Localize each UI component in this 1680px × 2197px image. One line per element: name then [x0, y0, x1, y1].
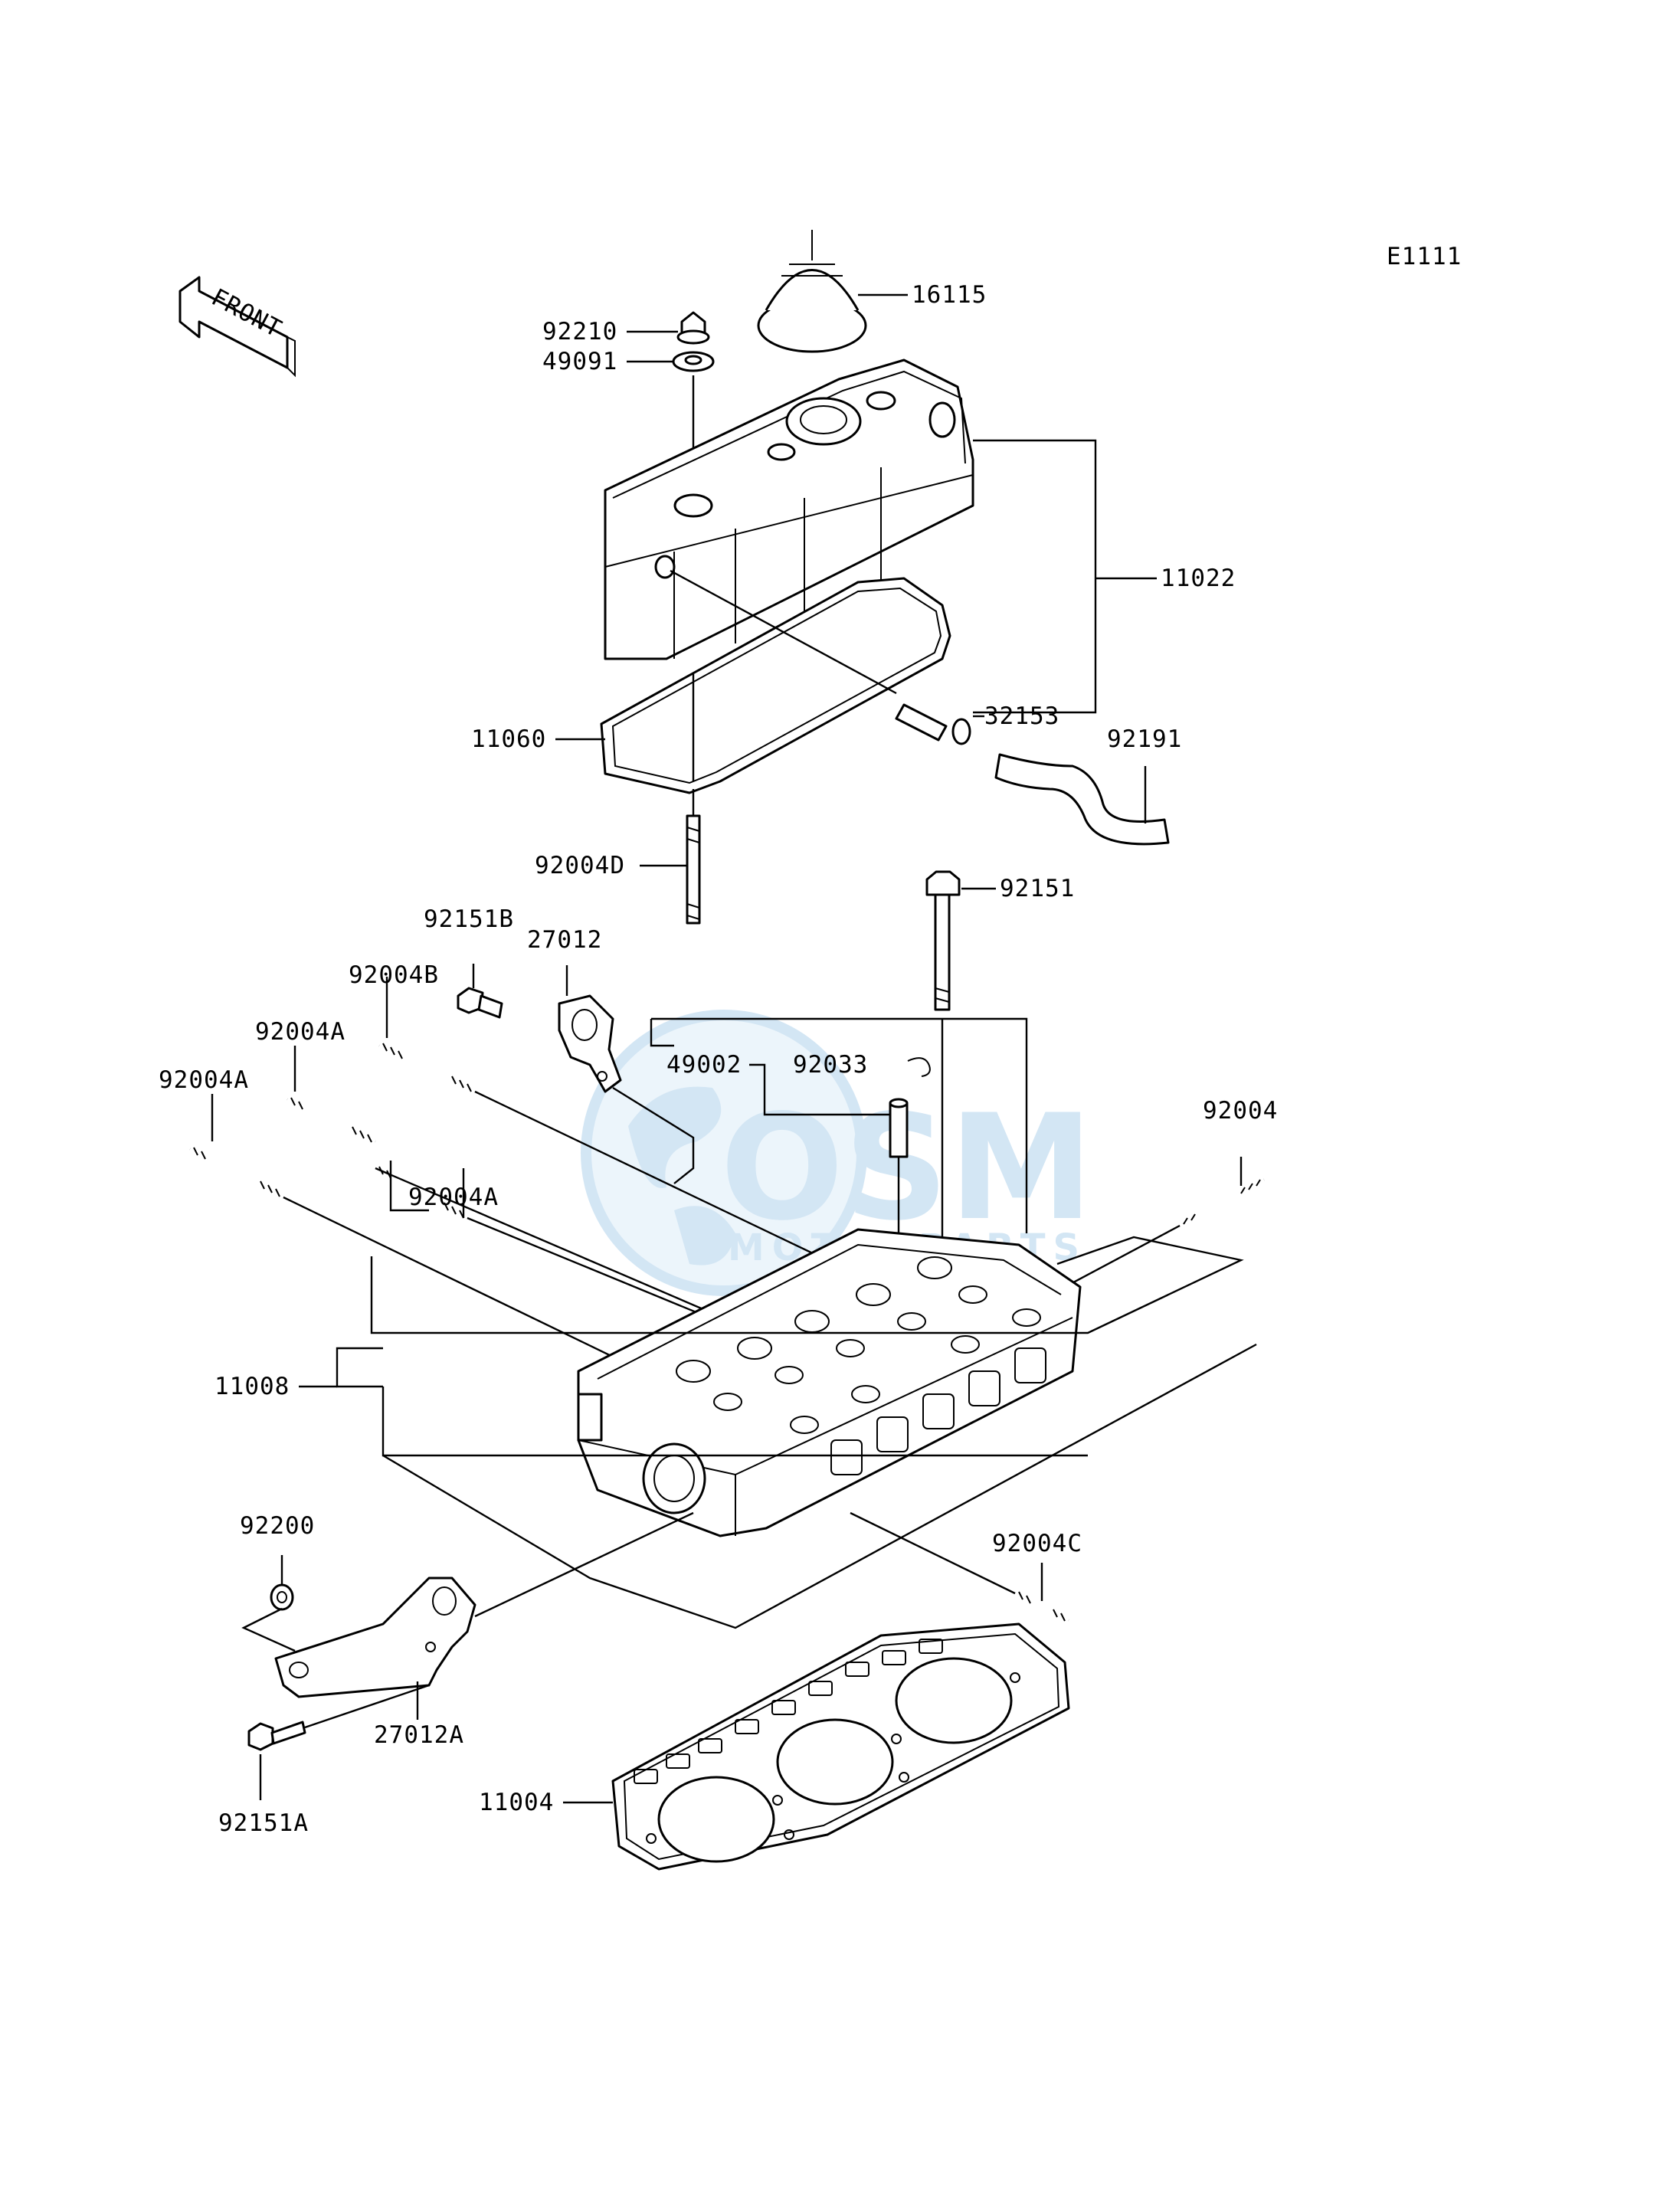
callout-92151A: 92151A: [218, 1809, 309, 1837]
stud-92004B: [378, 1043, 476, 1095]
head-gasket: [611, 1622, 1070, 1871]
stud-92004A-1: [286, 1096, 377, 1144]
nut-92200: [270, 1583, 294, 1611]
diagram-code: E1111: [1387, 243, 1462, 270]
callout-27012A: 27012A: [374, 1721, 464, 1749]
watermark-globe-icon: [581, 1010, 867, 1296]
valve-cover-gasket: [600, 577, 951, 794]
pipe-32153: [895, 703, 971, 745]
bolt-92151: [925, 870, 961, 1011]
callout-92151: 92151: [1000, 875, 1075, 902]
callout-32153: 32153: [984, 702, 1059, 730]
callout-49002: 49002: [666, 1051, 742, 1079]
bolt-92151A: [247, 1721, 306, 1751]
bracket-27012: [558, 994, 622, 1093]
bracket-27012A: [274, 1577, 476, 1698]
stud-92004D: [686, 814, 701, 925]
washer-49091: [672, 351, 715, 372]
clip-92033: [907, 1057, 931, 1077]
callout-27012: 27012: [527, 926, 602, 954]
callout-92004A-2: 92004A: [159, 1066, 249, 1094]
cylinder-head: [577, 1228, 1082, 1537]
callout-11060: 11060: [471, 725, 546, 753]
hose-92191: [994, 753, 1170, 846]
callout-11008: 11008: [215, 1373, 290, 1400]
callout-92151B: 92151B: [424, 905, 514, 933]
dowel-49002: [889, 1098, 909, 1158]
nut-92210: [676, 311, 710, 345]
callout-92200: 92200: [240, 1512, 315, 1540]
callout-92004D: 92004D: [535, 852, 625, 879]
stud-92004C: [1014, 1590, 1070, 1623]
callout-92191: 92191: [1107, 725, 1182, 753]
stud-92004A-2: [188, 1146, 285, 1200]
bolt-92151B: [457, 987, 503, 1019]
stud-92004: [1178, 1177, 1266, 1229]
callout-92004C: 92004C: [992, 1530, 1082, 1557]
callout-16115: 16115: [912, 281, 987, 309]
callout-49091: 49091: [542, 348, 617, 375]
valve-cover: [604, 359, 974, 660]
callout-92033: 92033: [793, 1051, 868, 1079]
callout-92004: 92004: [1203, 1097, 1278, 1125]
callout-92210: 92210: [542, 318, 617, 345]
front-arrow-icon: FRONT: [178, 276, 296, 378]
callout-92004B: 92004B: [349, 961, 439, 989]
oil-filler-cap: [757, 230, 867, 353]
callout-11022: 11022: [1161, 565, 1236, 592]
callout-11004: 11004: [479, 1789, 554, 1816]
callout-92004A-1: 92004A: [255, 1018, 345, 1046]
